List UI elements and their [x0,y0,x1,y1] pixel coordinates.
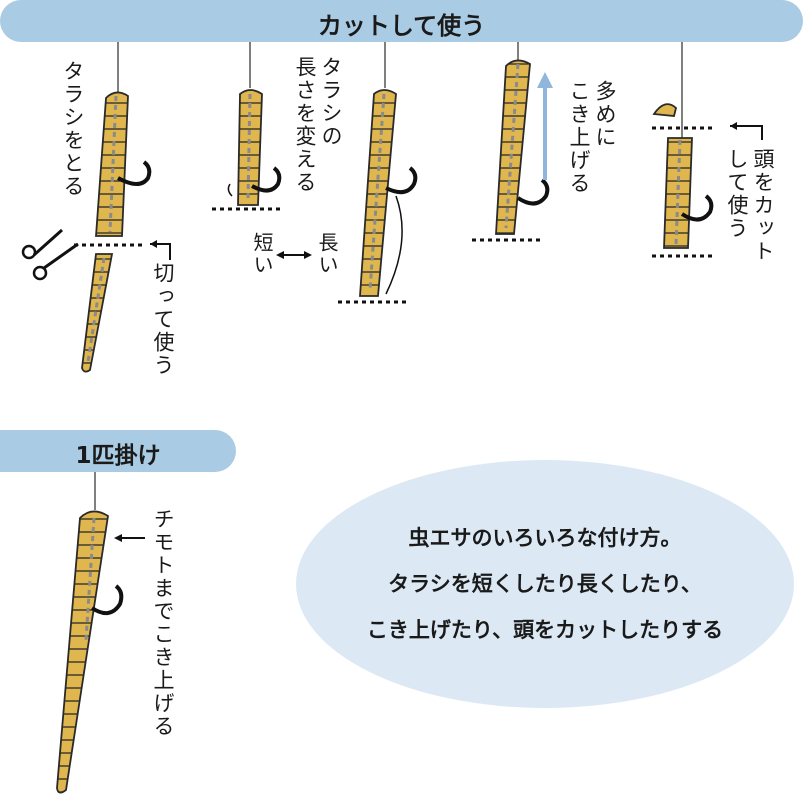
summary-text: 虫エサのいろいろな付け方。 タラシを短くしたり長くしたり、 こき上げたり、頭をカ… [296,515,794,653]
worm-full [57,472,145,793]
scissors-icon [23,230,78,279]
arrow-left-icon [114,534,145,542]
summary-line-1: 虫エサのいろいろな付け方。 [296,515,794,561]
label-cut-use: 切って使う [150,262,176,377]
label-scoop-more: 多めに こき上げる [566,80,618,195]
summary-line-2: タラシを短くしたり長くしたり、 [296,561,794,607]
worm-short [212,42,280,209]
worm-long [338,42,415,302]
section-title: 1匹掛け [0,436,236,470]
arrow-left-icon [730,122,762,140]
worm-scooped [472,42,553,240]
arrow-left-icon [150,240,170,260]
label-cut-head: 頭をカット して使う [724,148,776,263]
label-scoop-to-chimoto: チモトまでこき上げる [150,508,176,738]
double-arrow-icon [276,251,312,259]
label-short: 短い [249,232,275,276]
worm-cut [23,42,170,372]
label-taraji-length: タラシの 長さを変える [292,56,344,194]
arrow-up-icon [537,72,553,180]
summary-line-3: こき上げたり、頭をカットしたりする [296,607,794,653]
label-long: 長い [314,232,340,276]
label-taraji-toru: タラシをとる [60,60,86,198]
section-pill: 1匹掛け [0,430,236,472]
